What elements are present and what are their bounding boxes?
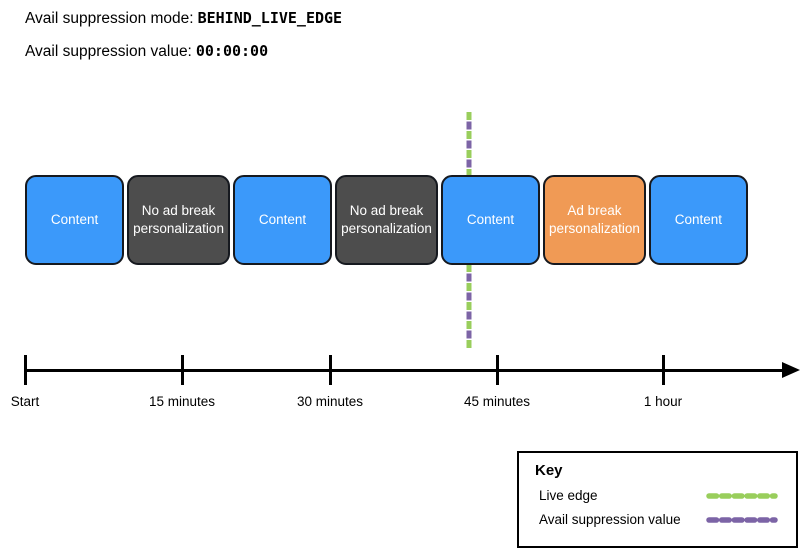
tick-mark (181, 355, 184, 385)
key-box: Key Live edge Avail suppression value (517, 451, 798, 548)
tick-label: 1 hour (643, 394, 683, 409)
axis-line (24, 369, 785, 372)
axis-arrow-icon (782, 362, 800, 378)
tick-label: 45 minutes (463, 394, 531, 409)
value-label: Avail suppression value: (25, 43, 192, 60)
key-entries: Live edge Avail suppression value (519, 488, 796, 527)
content-blocks-row: Content No ad break personalization Cont… (25, 175, 748, 265)
tick-mark (24, 355, 27, 385)
key-entry-dashes (706, 492, 778, 499)
block-label: Content (50, 212, 99, 228)
tick-label: Start (10, 394, 40, 409)
key-entry: Live edge (539, 488, 780, 503)
block-content: Content (25, 175, 125, 265)
key-entry-label: Live edge (539, 488, 598, 503)
block-content: Content (440, 175, 541, 265)
header-value-line: Avail suppression value:00:00:00 (25, 42, 268, 61)
value-value: 00:00:00 (195, 42, 269, 60)
block-no-ad-break: No ad break personalization (127, 175, 230, 265)
block-label: Content (466, 212, 515, 228)
block-content: Content (232, 175, 333, 265)
block-label: Ad break personalization (549, 203, 640, 236)
block-label: No ad break personalization (133, 203, 224, 236)
tick-mark (496, 355, 499, 385)
block-ad-break: Ad break personalization (543, 175, 646, 265)
key-entry-label: Avail suppression value (539, 512, 681, 527)
tick-mark (329, 355, 332, 385)
header-mode-line: Avail suppression mode:BEHIND_LIVE_EDGE (25, 9, 342, 28)
tick-mark (662, 355, 665, 385)
mode-label: Avail suppression mode: (25, 10, 194, 27)
block-label: Content (674, 212, 723, 228)
key-title: Key (535, 462, 563, 479)
block-content: Content (648, 175, 748, 265)
tick-label: 15 minutes (148, 394, 216, 409)
block-no-ad-break: No ad break personalization (335, 175, 438, 265)
block-label: No ad break personalization (341, 203, 432, 236)
key-entry-dashes (706, 516, 778, 523)
key-entry: Avail suppression value (539, 512, 780, 527)
tick-label: 30 minutes (296, 394, 364, 409)
mode-value: BEHIND_LIVE_EDGE (197, 9, 343, 27)
block-label: Content (258, 212, 307, 228)
